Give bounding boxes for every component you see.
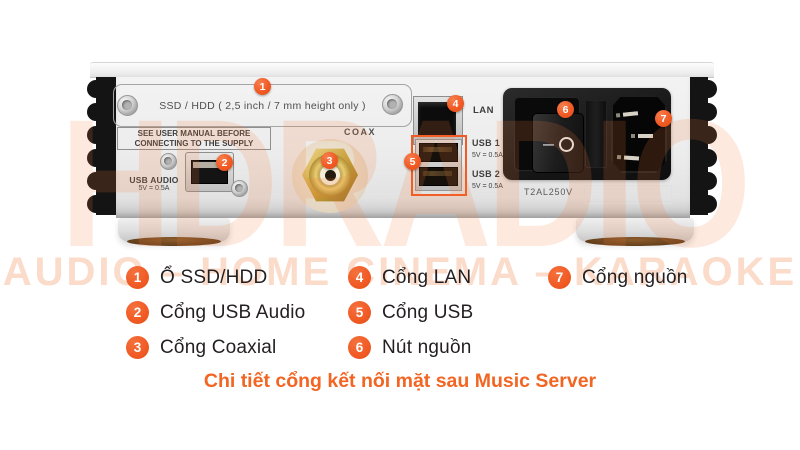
legend-label: Cổng nguồn: [582, 266, 688, 288]
inlet-pin: [631, 134, 653, 138]
screw: [382, 94, 403, 115]
legend-item-6: 6 Nút nguồn: [348, 336, 471, 359]
legend-label: Cổng Coaxial: [160, 336, 277, 358]
usb1-port: [419, 143, 458, 162]
lan-label: LAN: [473, 105, 495, 116]
legend-badge: 1: [126, 266, 149, 289]
callout-7: 7: [655, 110, 672, 127]
usb1-label: USB 1: [472, 138, 501, 148]
usb2-rating: 5V = 0.5A: [472, 183, 503, 190]
usb-audio-name: USB AUDIO: [129, 175, 179, 185]
usb1-rating: 5V = 0.5A: [472, 152, 503, 159]
cork-pad: [585, 237, 685, 246]
screw: [117, 95, 138, 116]
legend-label: Cổng LAN: [382, 266, 472, 288]
cork-pad: [126, 237, 222, 246]
ssd-tray-label: SSD / HDD ( 2,5 inch / 7 mm height only …: [159, 99, 366, 112]
heatsink-right: [690, 77, 717, 215]
inlet-pin: [623, 155, 640, 161]
usb2-label: USB 2: [472, 169, 501, 179]
legend-item-2: 2 Cổng USB Audio: [126, 301, 305, 324]
usb-audio-label: USB AUDIO 5V = 0.5A: [124, 175, 184, 192]
heatsink-left: [87, 77, 116, 215]
device-top-edge: [90, 62, 714, 78]
legend-badge: 2: [126, 301, 149, 324]
callout-2: 2: [216, 154, 233, 171]
usb-audio-rating: 5V = 0.5A: [138, 185, 170, 192]
screw: [231, 180, 248, 197]
coax-center-hole: [325, 170, 336, 181]
legend-item-3: 3 Cổng Coaxial: [126, 336, 276, 359]
power-inlet-module: —: [503, 88, 671, 180]
screw: [160, 153, 177, 170]
fuse-holder: [585, 100, 607, 168]
iec-power-inlet: [611, 95, 667, 173]
legend-label: Cổng USB Audio: [160, 301, 306, 323]
usb2-port: [419, 167, 458, 186]
manual-notice-line1: SEE USER MANUAL BEFORE: [137, 129, 251, 138]
usb-tab: [193, 162, 224, 168]
switch-off-symbol: [559, 137, 574, 152]
usb-port-stack: [415, 139, 462, 191]
device-foot-right: [576, 218, 694, 246]
fuse-rating-label: T2AL250V: [524, 187, 573, 197]
manual-notice: SEE USER MANUAL BEFORE CONNECTING TO THE…: [117, 127, 271, 150]
legend-badge: 3: [126, 336, 149, 359]
legend-badge: 5: [348, 301, 371, 324]
legend-item-5: 5 Cổng USB: [348, 301, 473, 324]
legend-badge: 7: [548, 266, 571, 289]
device-foot-left: [118, 218, 230, 246]
legend-label: Ổ SSD/HDD: [160, 266, 268, 288]
callout-6: 6: [557, 101, 574, 118]
legend-item-7: 7 Cổng nguồn: [548, 266, 688, 289]
callout-1: 1: [254, 78, 271, 95]
legend-badge: 4: [348, 266, 371, 289]
manual-notice-line2: CONNECTING TO THE SUPPLY: [134, 138, 254, 148]
coax-connector: [292, 139, 368, 213]
callout-4: 4: [447, 95, 464, 112]
legend-item-1: 1 Ổ SSD/HDD: [126, 266, 267, 289]
caption: Chi tiết cổng kết nối mặt sau Music Serv…: [203, 370, 597, 392]
callout-5: 5: [404, 153, 421, 170]
label-outline: [584, 185, 672, 204]
legend-label: Cổng USB: [382, 301, 474, 323]
legend-label: Nút nguồn: [382, 336, 472, 358]
inlet-pin: [622, 111, 639, 117]
coax-label: COAX: [344, 127, 377, 137]
callout-3: 3: [321, 152, 338, 169]
legend-badge: 6: [348, 336, 371, 359]
switch-on-symbol: —: [543, 139, 554, 151]
legend-item-4: 4 Cổng LAN: [348, 266, 471, 289]
power-rocker-switch: —: [532, 113, 584, 173]
